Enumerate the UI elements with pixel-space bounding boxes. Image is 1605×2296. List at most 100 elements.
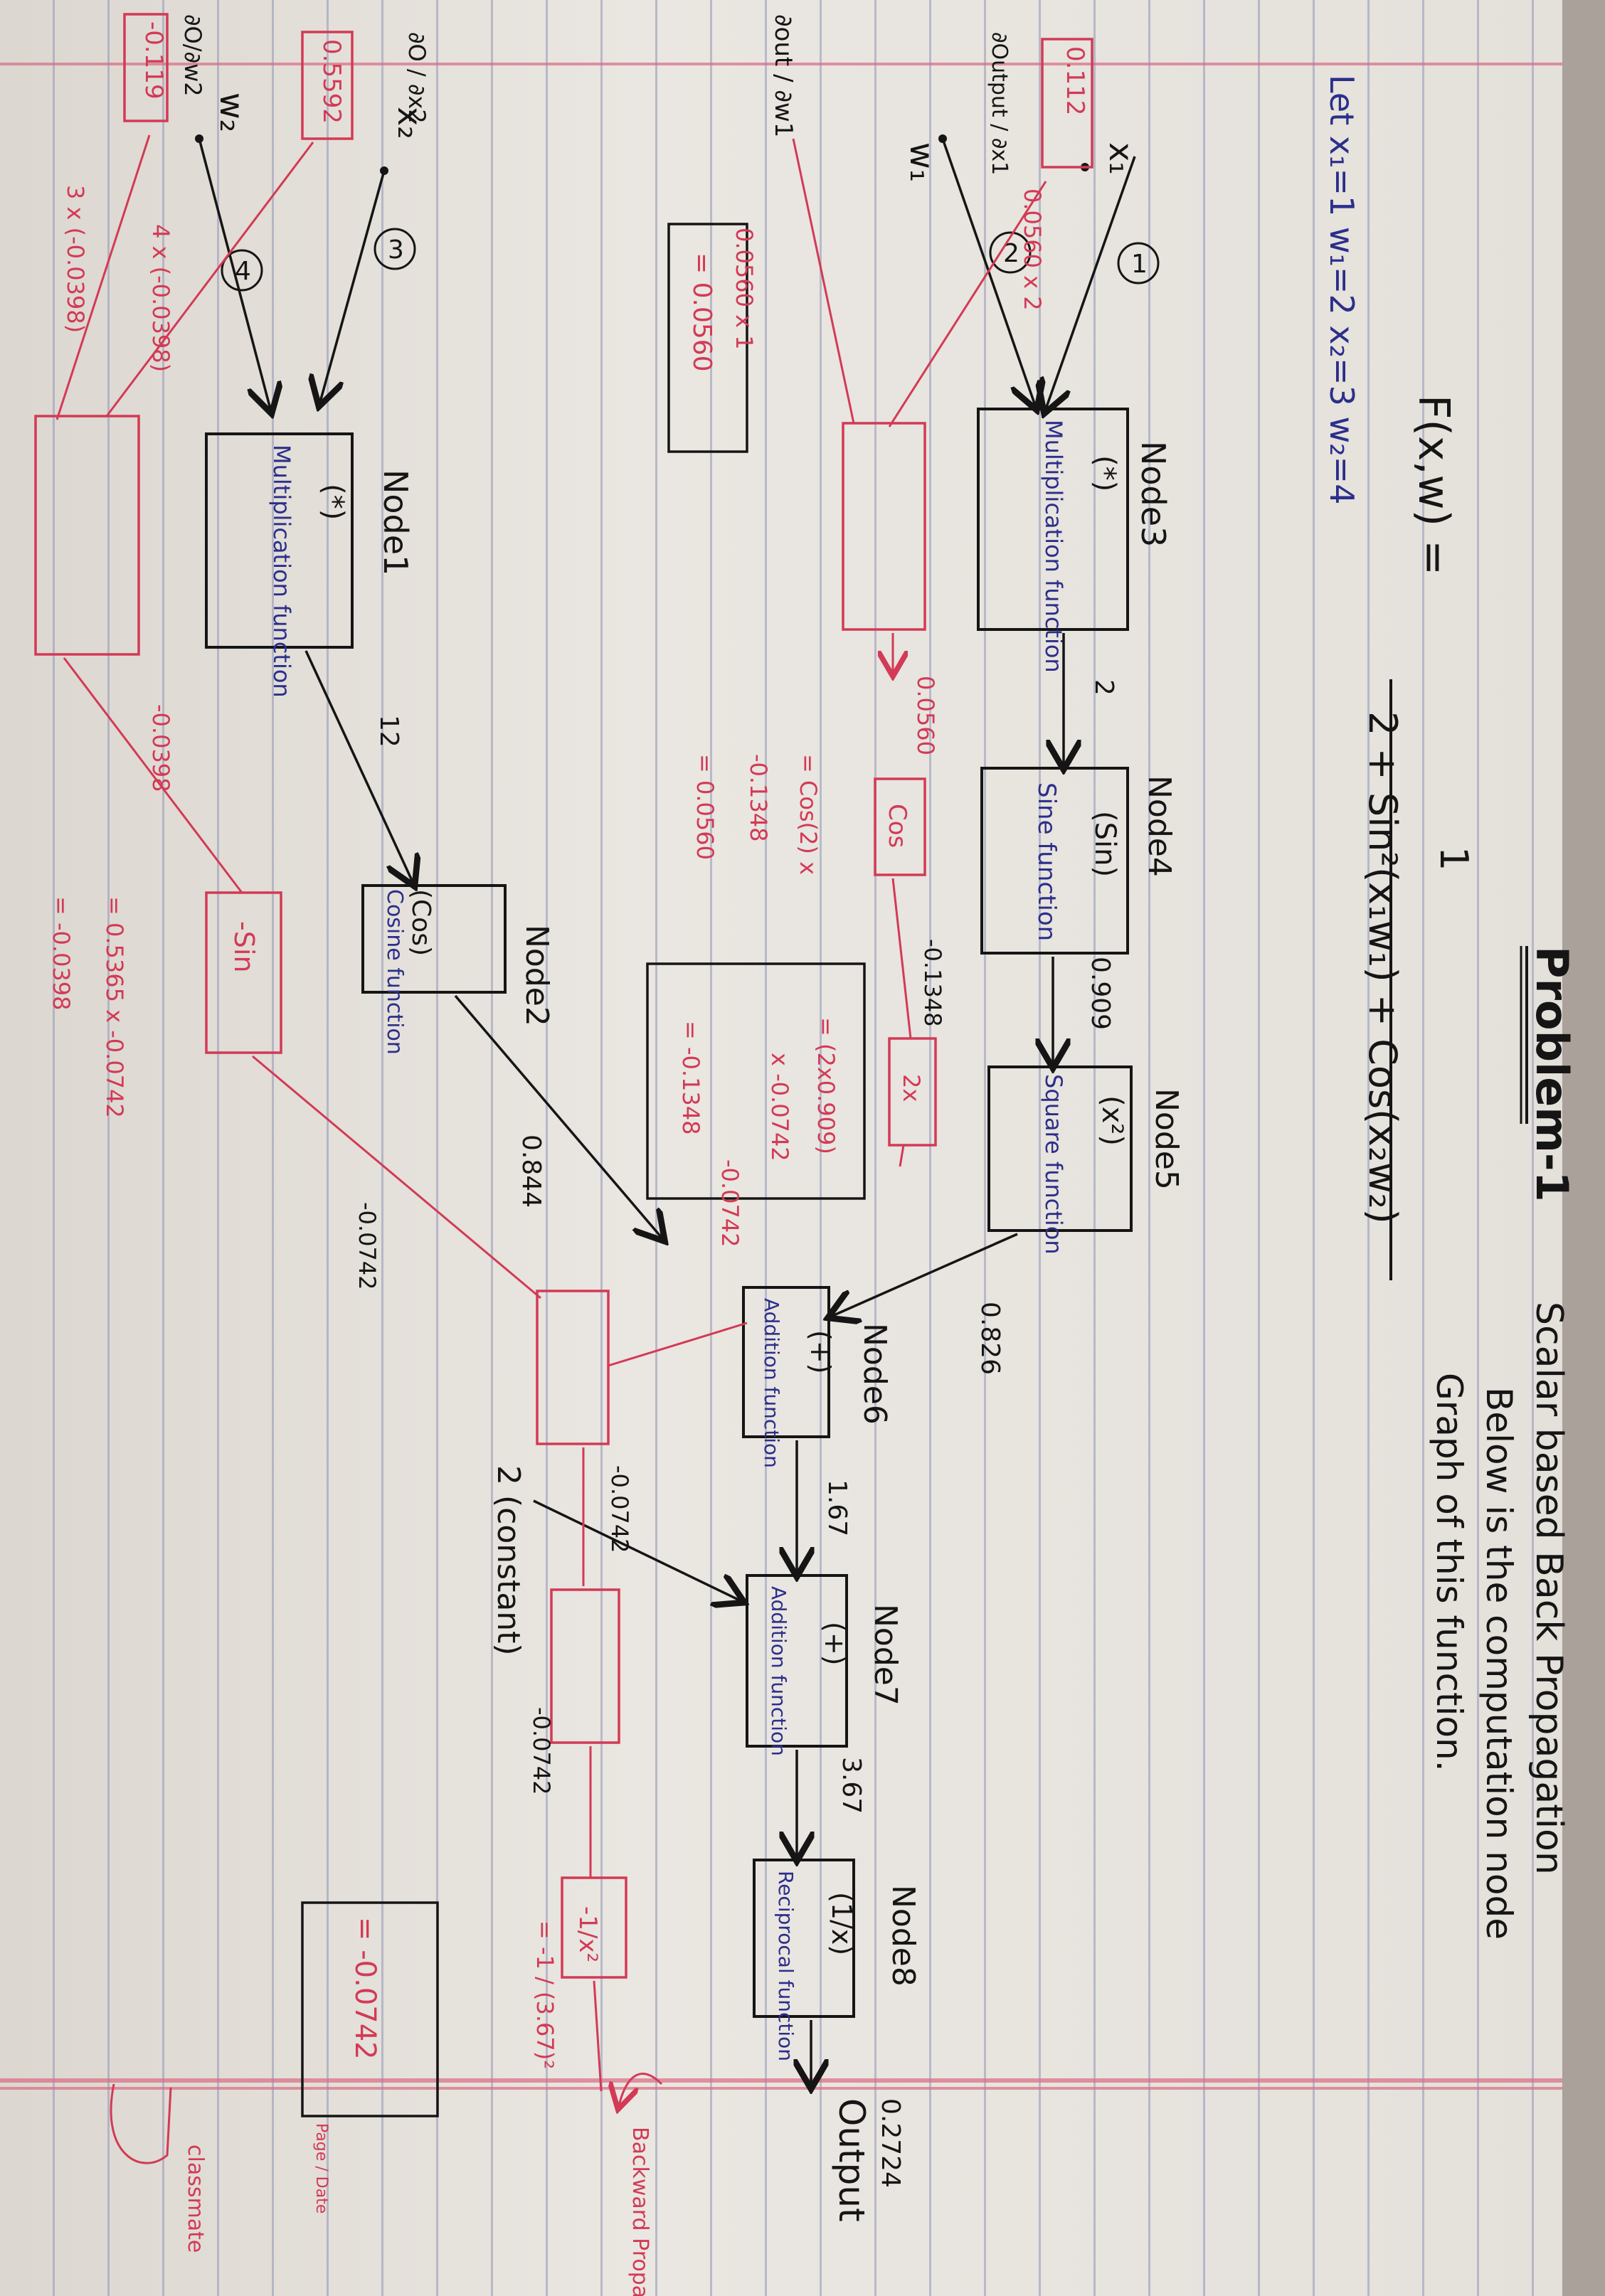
node7-name: Node7: [867, 1604, 904, 1706]
node2-box: [361, 884, 507, 994]
n4-calc-2: -0.1348: [745, 754, 772, 842]
dx2-value: 0.5592: [317, 39, 346, 124]
backward-label: Backward Propagation: [627, 2127, 652, 2296]
d-out-dw2: ∂O/∂w2: [179, 14, 206, 97]
margin-line: [0, 63, 1605, 65]
node1-box: [205, 432, 354, 649]
node6-name: Node6: [857, 1323, 893, 1425]
neg-sin-box: [205, 891, 282, 1054]
dw1-expr: 0.0560 x 1: [731, 228, 758, 350]
header-subtitle-1: Scalar based Back Propagation: [1527, 1302, 1570, 1875]
n5-out-value: 0.826: [975, 1302, 1005, 1375]
dx2-result-box: [301, 31, 354, 140]
edge-label-4: 4: [235, 257, 251, 286]
dx2-expr: 4 x (-0.0398): [147, 224, 174, 372]
node5-desc: Square function: [1040, 1074, 1067, 1255]
node7-op: (+): [819, 1622, 850, 1666]
n5-calc-3: = -0.1348: [677, 1021, 704, 1135]
n1-out-value: 12: [374, 715, 403, 748]
node2-op: (Cos): [406, 889, 435, 956]
two-x-label: 2x: [898, 1074, 925, 1102]
final-grad-box: [301, 1901, 439, 2117]
constant-input: 2 (constant): [490, 1465, 526, 1656]
n6-grad: -0.0742: [716, 1159, 743, 1248]
n2-grad: -0.0398: [147, 704, 174, 792]
n8-grad: -0.0742: [528, 1707, 555, 1795]
d-out-dx1: ∂Output / ∂x1: [987, 32, 1012, 175]
edge-label-1: 1: [1131, 250, 1148, 279]
page-title: Problem-1: [1526, 946, 1578, 1202]
n2-out-value: 0.844: [517, 1134, 546, 1208]
brand-logo: classmate: [183, 2144, 208, 2253]
node6-op: (+): [805, 1330, 836, 1374]
cos-box-label: Cos: [883, 804, 911, 848]
n5-calc-1: = (2x0.909): [812, 1017, 839, 1154]
grad-box-n3: [842, 422, 926, 631]
input-w2: w₂: [213, 92, 251, 132]
output-value: 0.2724: [876, 2098, 905, 2188]
dw2-expr: 3 x (-0.0398): [62, 185, 89, 333]
node3-name: Node3: [1134, 441, 1172, 547]
node5-name: Node5: [1148, 1088, 1185, 1190]
node3-box: [977, 408, 1129, 631]
dx1-value: 0.112: [1061, 46, 1089, 115]
header-subtitle-3: Graph of this function.: [1429, 1373, 1470, 1772]
given-values: Let x₁=1 w₁=2 x₂=3 w₂=4: [1323, 75, 1361, 504]
n7-out-value: 3.67: [837, 1757, 866, 1814]
node2-desc: Cosine function: [382, 889, 407, 1055]
neg-sin-label: -Sin: [228, 921, 260, 972]
n4-calc-3: = 0.0560: [692, 754, 719, 860]
n4-out-value: 0.909: [1086, 957, 1115, 1030]
grad-box-n1: [34, 415, 140, 656]
node4-op: (Sin): [1088, 811, 1121, 877]
recip-box-label: -1/x²: [573, 1906, 602, 1962]
function-numerator: 1: [1431, 846, 1476, 871]
n8-calc: = -1 / (3.67)²: [531, 1920, 558, 2069]
output-label: Output: [831, 2098, 872, 2222]
n5-calc-2: x -0.0742: [766, 1053, 793, 1162]
node6-box: [742, 1286, 830, 1438]
page-edge: [1562, 0, 1605, 2296]
two-x-box: [888, 1037, 937, 1147]
n7-grad: -0.0742: [606, 1465, 633, 1553]
node5-op: (x²): [1096, 1095, 1128, 1146]
dw1-result: = 0.0560: [687, 253, 716, 372]
node7-desc: Addition function: [767, 1586, 790, 1756]
input-x2: x₂: [391, 107, 429, 139]
edge-label-3: 3: [388, 235, 404, 265]
dx1-expr: 0.0560 x 2: [1019, 188, 1046, 311]
node1-op: (*): [317, 484, 349, 520]
grad-box-n6: [536, 1290, 610, 1445]
page-date-label: Page / Date: [312, 2123, 330, 2213]
dw2-value: -0.119: [139, 21, 168, 100]
node8-desc: Reciprocal function: [774, 1871, 798, 2061]
function-lhs: F(x,w) =: [1409, 395, 1458, 575]
n4-calc-1: = Cos(2) x: [795, 754, 822, 875]
n5-grad: -0.1348: [919, 939, 946, 1027]
node3-desc: Multiplication function: [1040, 420, 1067, 673]
function-denominator: 2 + Sin²(x₁w₁) + Cos(x₂w₂): [1360, 711, 1405, 1224]
n3-grad: 0.0560: [912, 676, 939, 755]
final-grad: = -0.0742: [349, 1917, 381, 2060]
n3-out-value: 2: [1089, 679, 1118, 696]
d-out-dx2: ∂O / ∂x2: [403, 32, 430, 124]
node1-desc: Multiplication function: [268, 445, 295, 698]
node4-name: Node4: [1141, 775, 1177, 877]
node2-name: Node2: [519, 925, 555, 1026]
node1-name: Node1: [376, 469, 415, 575]
n2-edge-grad: -0.0742: [354, 1202, 381, 1290]
node8-name: Node8: [885, 1885, 921, 1987]
dw1-result-box: [667, 223, 748, 453]
recip-grad-box: [561, 1876, 627, 1979]
cos-box: [874, 777, 926, 876]
dx1-result-box: [1041, 38, 1093, 169]
dw2-result-box: [123, 13, 169, 122]
d-out-dw1: ∂out / ∂w1: [769, 14, 798, 137]
node3-op: (*): [1088, 455, 1121, 491]
n2-calc-1: = 0.5365 x -0.0742: [101, 896, 128, 1118]
node4-desc: Sine function: [1032, 782, 1061, 941]
n2-calc-2: = -0.0398: [48, 896, 75, 1011]
edge-label-2: 2: [1003, 239, 1019, 268]
